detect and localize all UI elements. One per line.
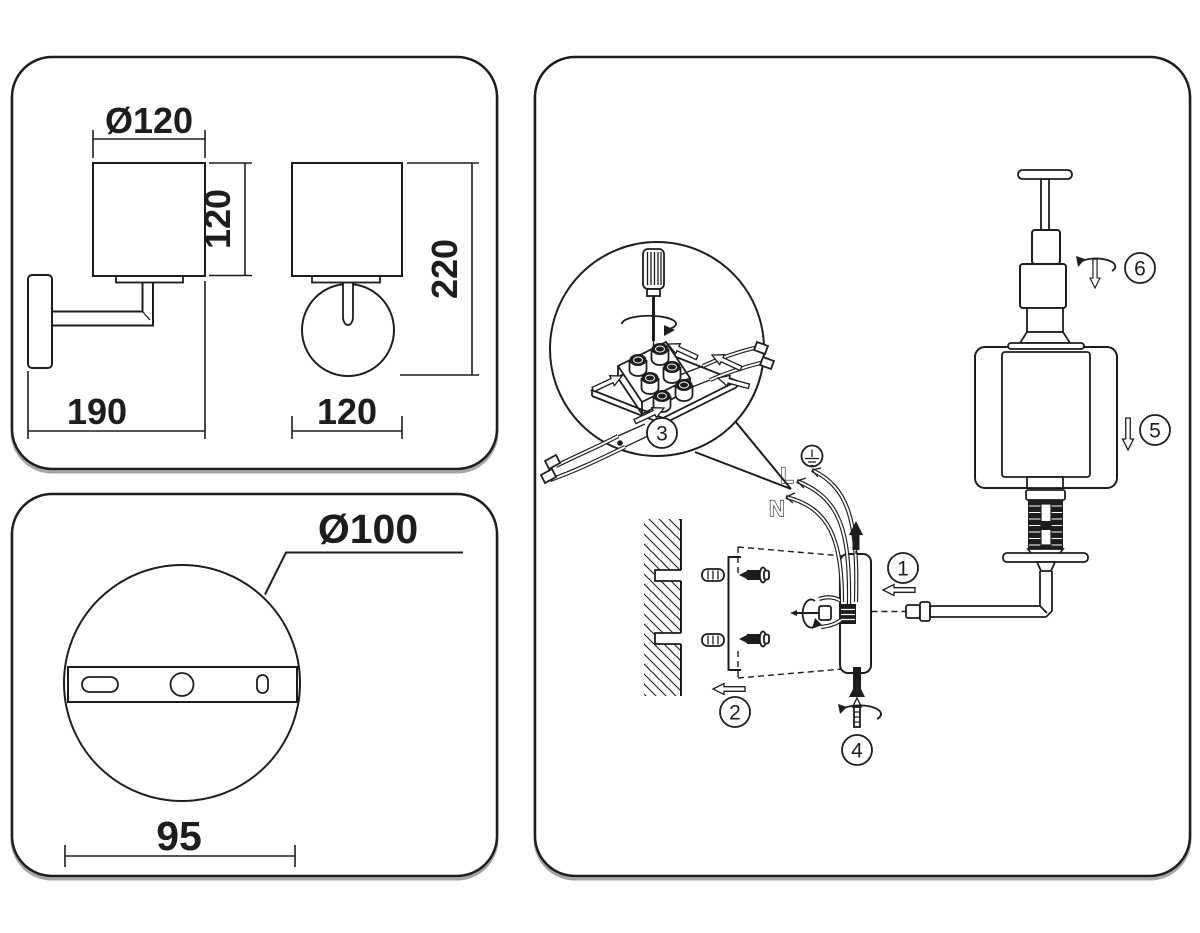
canopy-plate-drawing bbox=[63, 564, 301, 802]
svg-text:2: 2 bbox=[729, 702, 741, 725]
sconce-front-view bbox=[291, 162, 403, 377]
drill-hole-lower bbox=[654, 632, 681, 645]
mounting-screw-upper bbox=[739, 566, 770, 584]
wall-anchor-upper bbox=[701, 568, 725, 582]
finial-knob bbox=[1017, 169, 1073, 180]
step-6-badge: 6 bbox=[1124, 252, 1156, 284]
arm-flange-disc bbox=[1002, 552, 1089, 563]
svg-text:3: 3 bbox=[656, 423, 668, 446]
dim-hole-spacing: 95 bbox=[64, 813, 296, 867]
svg-text:5: 5 bbox=[1149, 420, 1161, 443]
dim-shade-width: 120 bbox=[291, 391, 403, 439]
svg-text:6: 6 bbox=[1134, 258, 1146, 281]
wall-section bbox=[644, 519, 682, 696]
rotate-arrow-icon bbox=[1076, 256, 1117, 289]
step-2-badge: 2 bbox=[719, 696, 751, 728]
shade-diameter-label: Ø120 bbox=[105, 100, 193, 141]
wall-anchor-lower bbox=[701, 633, 725, 647]
wire-label-live: L bbox=[780, 463, 793, 488]
rotate-arrow-icon bbox=[621, 314, 677, 331]
socket-threads bbox=[1002, 489, 1089, 572]
arm-projection-label: 190 bbox=[67, 391, 127, 432]
shade-height-label: 120 bbox=[197, 189, 238, 249]
mounting-screw-lower bbox=[739, 630, 770, 648]
terminal-wires bbox=[539, 340, 776, 485]
dim-plate-diameter: Ø100 bbox=[264, 506, 463, 595]
stud-insert-bottom bbox=[849, 667, 865, 697]
svg-text:1: 1 bbox=[897, 558, 909, 581]
rotate-arrow-icon bbox=[841, 704, 882, 720]
step-3-badge: 3 bbox=[646, 417, 678, 449]
screwdriver-icon bbox=[621, 248, 677, 346]
step-4-badge: 4 bbox=[841, 734, 873, 766]
mounting-arm bbox=[871, 571, 1053, 622]
sconce-side-view bbox=[27, 162, 206, 369]
svg-text:4: 4 bbox=[851, 740, 863, 763]
supply-wires bbox=[785, 467, 859, 605]
shade-assembly bbox=[974, 346, 1118, 489]
stud-insert-top bbox=[849, 521, 863, 557]
hole-spacing-label: 95 bbox=[156, 813, 202, 859]
set-screw bbox=[790, 595, 843, 630]
wire-label-neutral: N bbox=[769, 496, 785, 521]
rotate-arrow-icon bbox=[801, 598, 817, 629]
drill-hole-upper bbox=[654, 569, 681, 582]
total-height-label: 220 bbox=[424, 239, 465, 299]
dim-arm-projection: 190 bbox=[27, 281, 206, 439]
shade-width-label: 120 bbox=[317, 391, 377, 432]
mounting-bracket bbox=[727, 556, 741, 671]
dim-total-height: 220 bbox=[400, 162, 479, 376]
panel-top-left: Ø120 120 190 220 120 bbox=[27, 100, 479, 439]
terminal-screws bbox=[628, 343, 694, 413]
step-1-badge: 1 bbox=[887, 552, 919, 584]
ground-symbol-icon bbox=[800, 444, 824, 468]
plate-diameter-label: Ø100 bbox=[318, 506, 418, 552]
terminal-balloon: 3 bbox=[539, 241, 792, 490]
dim-shade-height: 120 bbox=[197, 162, 252, 277]
alignment-guide-dashes bbox=[737, 546, 844, 679]
dim-shade-diameter: Ø120 bbox=[92, 100, 206, 158]
panel-bottom-left: Ø100 95 bbox=[63, 506, 463, 867]
step-5-badge: 5 bbox=[1139, 414, 1171, 446]
panel-right: L N bbox=[539, 169, 1171, 766]
socket-column bbox=[1007, 169, 1085, 350]
locking-screw bbox=[838, 696, 882, 728]
